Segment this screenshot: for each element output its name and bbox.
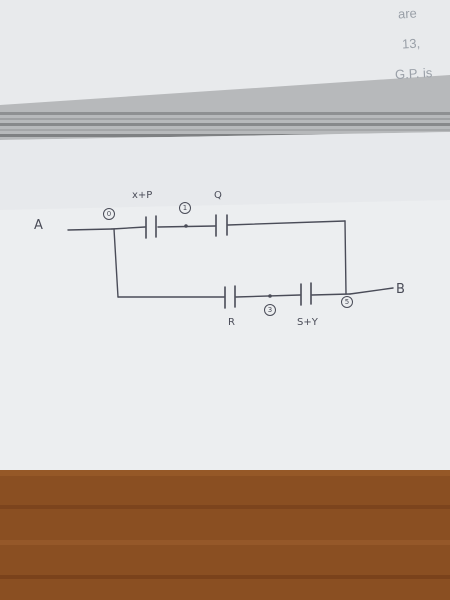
wire-bottom-2 bbox=[235, 294, 301, 298]
node-label-5: 5 bbox=[341, 296, 353, 308]
capacitor-bottom-left bbox=[224, 285, 236, 309]
wire-a-lead bbox=[67, 228, 113, 231]
junction-dot-bottom bbox=[268, 294, 272, 298]
capacitor-top-right bbox=[215, 214, 228, 237]
book-text-fragment: G.P. is bbox=[394, 65, 433, 82]
capacitor-label-top-left: x+P bbox=[132, 190, 153, 201]
terminal-b-label: B bbox=[396, 282, 405, 297]
node-label-3: 3 bbox=[264, 304, 276, 316]
capacitor-label-bottom-right: S+Y bbox=[297, 317, 318, 328]
wooden-table bbox=[0, 465, 450, 600]
book-text-fragment: 13, bbox=[401, 35, 421, 52]
wire-b-lead bbox=[349, 287, 394, 295]
circuit-diagram bbox=[67, 220, 394, 298]
wire-bottom-3 bbox=[311, 293, 351, 296]
wire-right-vertical bbox=[344, 220, 347, 295]
junction-dot-top bbox=[184, 224, 188, 228]
terminal-a-label: A bbox=[34, 218, 43, 233]
capacitor-label-top-right: Q bbox=[214, 190, 222, 201]
capacitor-label-bottom-left: R bbox=[228, 317, 235, 328]
wire-top-1 bbox=[111, 226, 146, 230]
capacitor-top-left bbox=[145, 215, 157, 239]
node-label-0: 0 bbox=[103, 208, 115, 220]
capacitor-bottom-right bbox=[300, 282, 312, 306]
wire-left-vertical bbox=[113, 228, 119, 298]
wire-top-3 bbox=[227, 220, 346, 226]
node-label-1: 1 bbox=[179, 202, 191, 214]
book-text-fragment: are bbox=[397, 5, 418, 22]
